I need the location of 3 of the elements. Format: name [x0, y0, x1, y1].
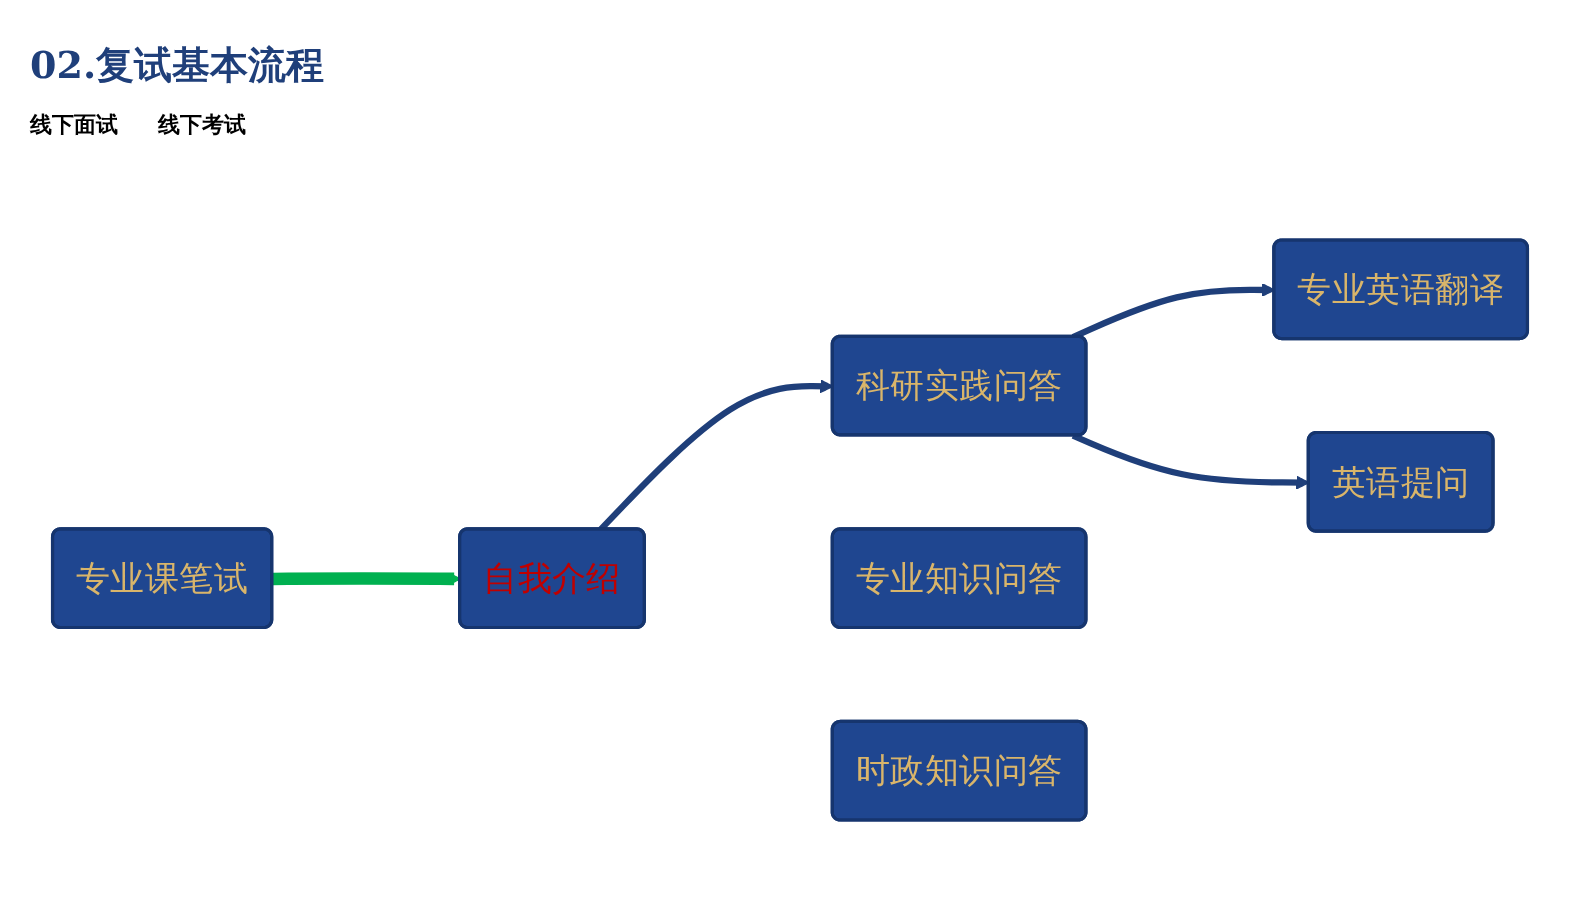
section-heading: 线下考试 — [158, 111, 246, 139]
section-heading: 线下面试 — [30, 111, 118, 139]
slide-title: 02.复试基本流程 — [30, 41, 325, 89]
